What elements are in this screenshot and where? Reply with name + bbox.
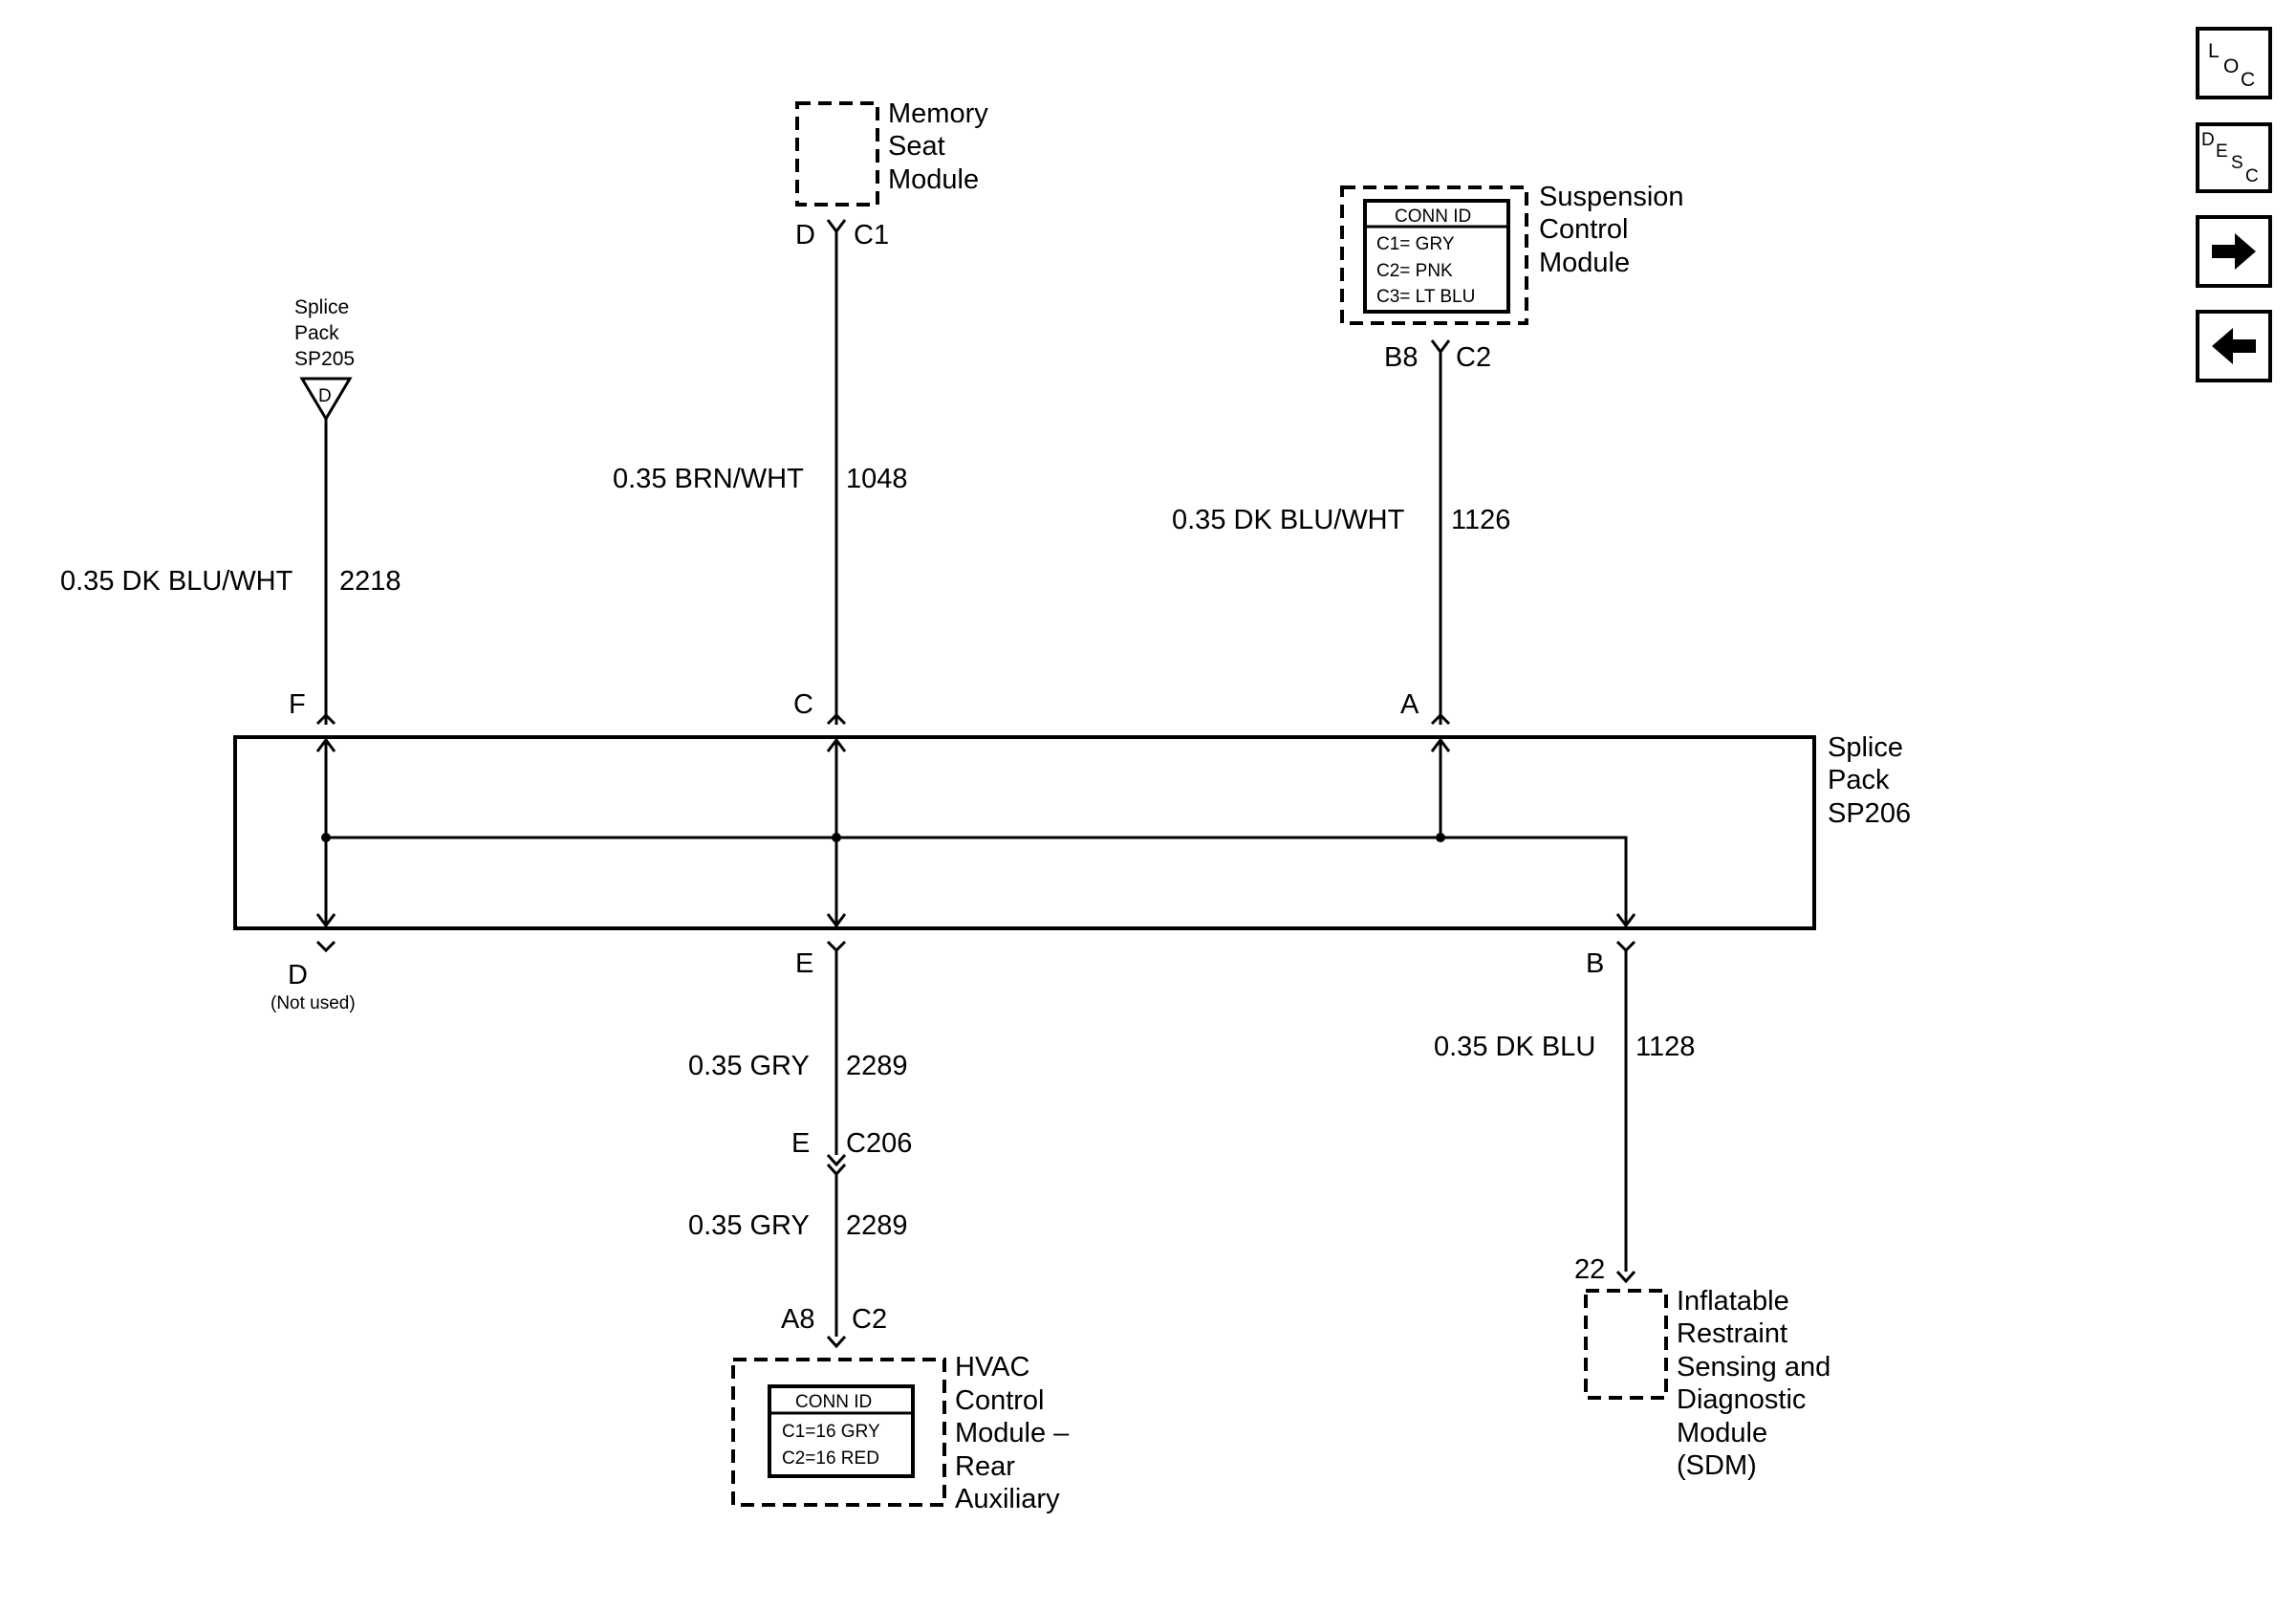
wire-1048-circuit: 1048 [846,464,908,494]
wire-2218: 0.35 DK BLU/WHT 2218 [60,566,401,597]
sp206-pin-c: C [793,689,813,720]
wire-1126: 0.35 DK BLU/WHT 1126 [1172,505,1510,535]
suspension-connector: C2 [1456,342,1491,373]
wire-2289-lower: 0.35 GRY 2289 [688,1174,908,1337]
desc-button[interactable]: D E S C [2196,122,2272,193]
inflatable-restraint-sdm: 22 Inflatable Restraint Sensing and Diag… [1574,1254,1830,1481]
sp205-label-line2: Pack [294,322,339,344]
splice-pack-sp206: Splice Pack SP206 F C A D (Not used) [233,689,1911,1013]
wire-1126-spec: 0.35 DK BLU/WHT [1172,505,1405,535]
hvac-conn-c2: C2=16 RED [782,1448,879,1469]
wire-2289-upper-spec: 0.35 GRY [688,1051,810,1081]
sdm-pin: 22 [1574,1254,1605,1285]
splice-pack-sp205: Splice Pack SP205 D [294,296,355,725]
hvac-conn-id-title: CONN ID [795,1392,872,1412]
sdm-label-line6: (SDM) [1677,1450,1757,1481]
memory-seat-label-line1: Memory [888,98,988,129]
wire-1048-spec: 0.35 BRN/WHT [613,464,804,494]
loc-button[interactable]: L O C [2196,27,2272,99]
suspension-conn-c3: C3= LT BLU [1376,287,1475,307]
suspension-label-line2: Control [1539,214,1629,245]
hvac-label-line5: Auxiliary [955,1484,1060,1514]
memory-seat-label-line2: Seat [888,131,945,162]
memory-seat-pin: D [795,220,815,250]
connector-c206: E C206 [791,1128,912,1177]
wire-2289-lower-spec: 0.35 GRY [688,1210,810,1241]
sp206-pin-e: E [795,948,813,979]
sp205-label-line1: Splice [294,296,349,318]
sp206-pin-d: D [288,960,308,991]
sp205-pin: D [318,386,332,406]
hvac-label-line2: Control [955,1385,1045,1416]
wire-1128: 0.35 DK BLU 1128 [1434,950,1695,1272]
wire-1126-circuit: 1126 [1451,505,1510,535]
sdm-label-line5: Module [1677,1418,1767,1448]
suspension-label-line1: Suspension [1539,182,1684,212]
wire-2218-spec: 0.35 DK BLU/WHT [60,566,293,597]
desc-label-c: C [2245,166,2259,186]
sp206-label-line1: Splice [1828,732,1903,763]
hvac-connector: C2 [852,1304,887,1335]
wire-2289-upper: 0.35 GRY 2289 [688,950,908,1155]
desc-label-e: E [2216,142,2228,162]
hvac-conn-c1: C1=16 GRY [782,1422,880,1442]
hvac-label-line3: Module – [955,1418,1070,1448]
wire-2218-circuit: 2218 [339,566,401,597]
arrow-right-icon [2212,233,2256,270]
suspension-conn-c2: C2= PNK [1376,261,1453,281]
loc-label-c: C [2241,69,2255,91]
hvac-label-line1: HVAC [955,1352,1029,1382]
sdm-label-line1: Inflatable [1677,1286,1789,1317]
c206-pin: E [791,1128,810,1159]
suspension-conn-id-title: CONN ID [1395,207,1471,227]
sp206-pin-f: F [289,689,306,720]
sp206-pin-d-note: (Not used) [271,993,356,1013]
hvac-pin: A8 [781,1304,814,1335]
c206-connector: C206 [846,1128,912,1159]
wire-1128-spec: 0.35 DK BLU [1434,1032,1595,1062]
desc-label-d: D [2201,130,2215,150]
sp206-pin-b: B [1586,948,1604,979]
suspension-control-module: CONN ID C1= GRY C2= PNK C3= LT BLU Suspe… [1340,182,1684,725]
wire-1128-circuit: 1128 [1635,1032,1695,1062]
sp206-label-line3: SP206 [1828,798,1911,829]
loc-label-o: O [2223,55,2239,77]
desc-label-s: S [2231,153,2243,173]
memory-seat-module: Memory Seat Module D C1 [795,98,988,725]
wire-1048: 0.35 BRN/WHT 1048 [613,464,908,494]
sdm-label-line4: Diagnostic [1677,1384,1806,1415]
arrow-left-icon [2212,328,2256,364]
previous-page-button[interactable] [2196,310,2272,382]
sp205-label-line3: SP205 [294,348,355,370]
next-page-button[interactable] [2196,215,2272,288]
hvac-control-module-rear-auxiliary: A8 C2 CONN ID C1=16 GRY C2=16 RED HVAC C… [731,1304,1070,1514]
suspension-pin: B8 [1384,342,1418,373]
suspension-label-line3: Module [1539,248,1630,278]
memory-seat-connector: C1 [854,220,889,250]
suspension-conn-c1: C1= GRY [1376,234,1455,254]
sdm-label-line2: Restraint [1677,1318,1787,1349]
sp205-triangle-symbol [299,377,353,422]
wire-2289-lower-circuit: 2289 [846,1210,908,1241]
memory-seat-label-line3: Module [888,164,979,195]
hvac-label-line4: Rear [955,1451,1015,1482]
loc-label-l: L [2208,40,2220,62]
sp206-pin-a: A [1400,689,1419,720]
wire-2289-upper-circuit: 2289 [846,1051,908,1081]
sdm-label-line3: Sensing and [1677,1352,1830,1382]
sp206-label-line2: Pack [1828,765,1890,795]
